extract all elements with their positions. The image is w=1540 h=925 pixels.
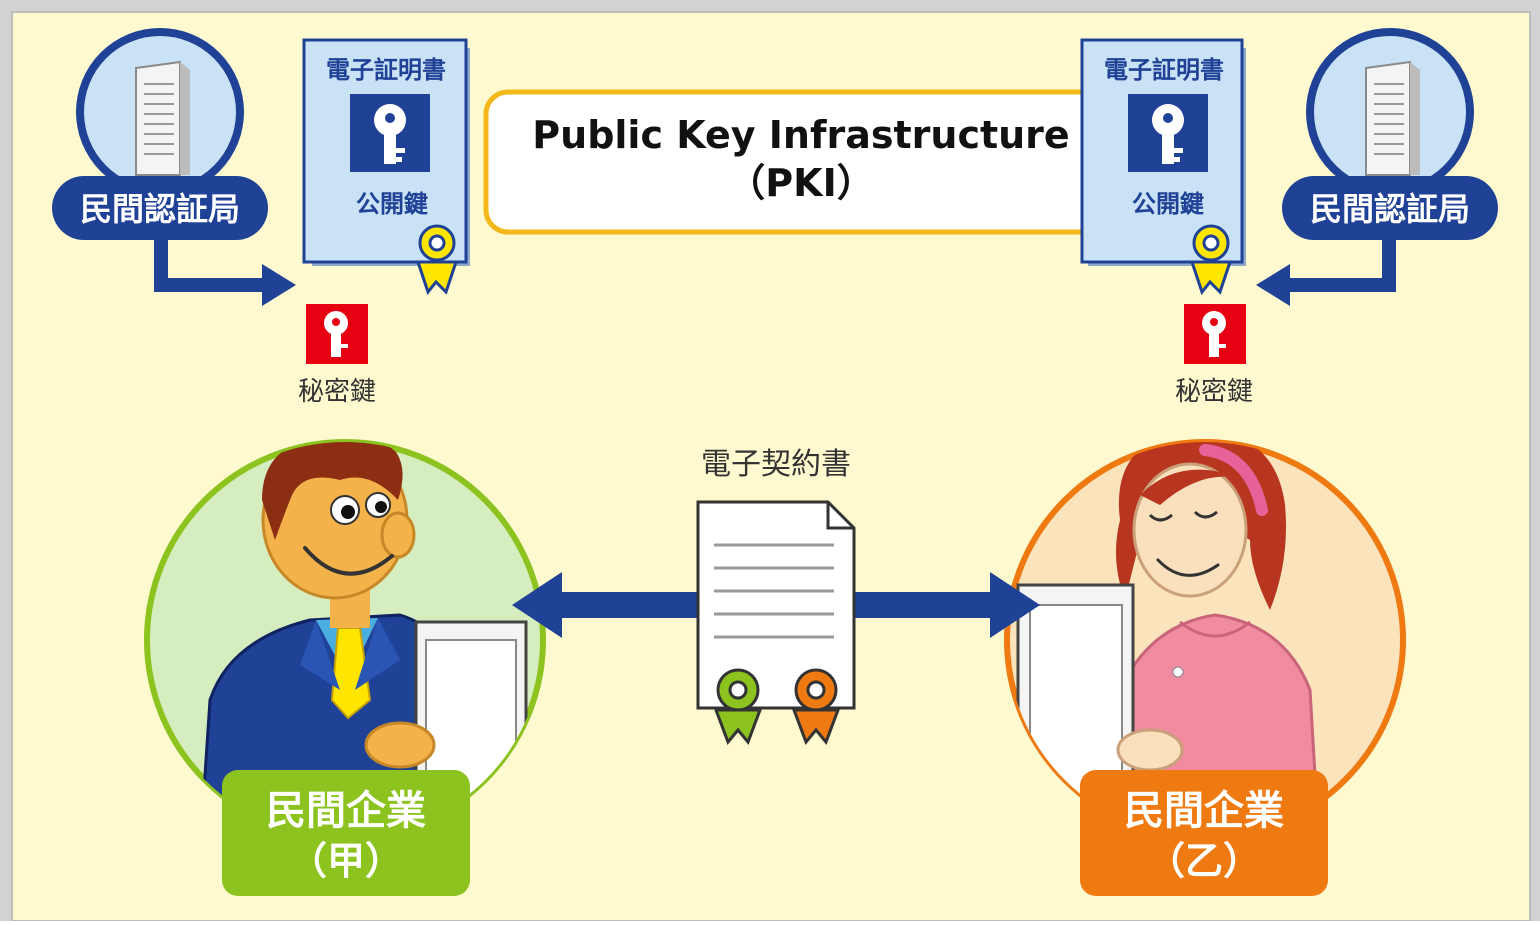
company-left: 民間企業 （甲） <box>144 439 546 896</box>
public-key-icon <box>350 94 430 172</box>
private-key-left: 秘密鍵 <box>298 304 376 407</box>
company-left-name: 民間企業 <box>266 788 426 834</box>
ca-left: 民間認証局 <box>52 28 296 306</box>
company-right-name: 民間企業 <box>1124 788 1284 834</box>
ca-right-label: 民間認証局 <box>1310 190 1470 228</box>
private-key-icon <box>306 304 368 364</box>
seal-ribbon-icon <box>1189 224 1233 296</box>
arrow-ca-left-to-key <box>154 240 296 306</box>
certificate-left-key-label: 公開鍵 <box>356 190 428 218</box>
electronic-contract-document <box>696 500 856 745</box>
certificate-left-heading: 電子証明書 <box>326 56 446 84</box>
title-box: Public Key Infrastructure （PKI） <box>483 89 1119 235</box>
private-key-icon <box>1184 304 1246 364</box>
private-key-right-label: 秘密鍵 <box>1175 377 1253 407</box>
company-right-party: （乙） <box>1147 839 1261 883</box>
seal-green-icon <box>713 668 763 745</box>
contract-label: 電子契約書 <box>701 447 851 482</box>
arrow-contract-to-left <box>512 572 700 638</box>
seal-orange-icon <box>791 668 841 745</box>
building-icon <box>1365 60 1420 176</box>
arrow-contract-to-right <box>852 572 1040 638</box>
certificate-left: 電子証明書 公開鍵 <box>302 38 470 296</box>
seal-ribbon-icon <box>415 224 459 296</box>
ca-left-label: 民間認証局 <box>80 190 240 228</box>
company-left-party: （甲） <box>289 839 403 883</box>
ca-right: 民間認証局 <box>1256 28 1498 306</box>
title-line-1: Public Key Infrastructure <box>532 113 1069 157</box>
arrow-ca-right-to-key <box>1256 240 1396 306</box>
public-key-icon <box>1128 94 1208 172</box>
certificate-right-key-label: 公開鍵 <box>1132 190 1204 218</box>
certificate-right: 電子証明書 公開鍵 <box>1080 38 1246 296</box>
certificate-right-heading: 電子証明書 <box>1104 56 1224 84</box>
private-key-right: 秘密鍵 <box>1175 304 1253 407</box>
building-icon <box>135 60 190 176</box>
title-line-2: （PKI） <box>727 161 874 205</box>
private-key-left-label: 秘密鍵 <box>298 377 376 407</box>
